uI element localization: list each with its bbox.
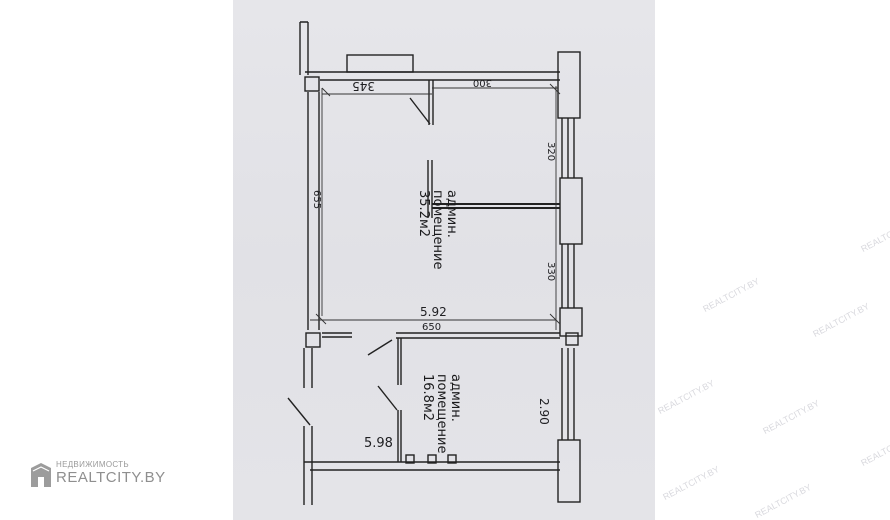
room-2-line-2: помещение [434,374,449,453]
dim-line-diagonal-4 [315,313,327,325]
right-window-1 [561,118,575,178]
left-column-mid [305,332,321,348]
dim-line-diagonal-1 [321,87,331,97]
dim-right-upper: 320 [545,142,556,161]
right-pier-1 [557,51,581,119]
dim-line-diagonal-3 [549,313,561,325]
right-pier-4 [557,439,581,503]
door-swing-2 [377,385,398,411]
room-label-large: админ. помещение 35.2м2 [416,190,459,269]
room-1-line-1: админ. [444,190,459,238]
watermark-title: REALTCITY.BY [56,469,166,486]
lower-partition [397,338,402,462]
bottom-wall [304,461,560,471]
left-wall [299,21,309,75]
dim-lower-bottom: 5.98 [364,436,393,451]
room-2-line-3: 16.8м2 [420,374,435,421]
door-swing-3 [287,397,311,426]
radiator-2 [427,454,437,464]
dim-bottom-inner: 5.92 [420,305,447,319]
watermark-subtitle: НЕДВИЖИМОСТЬ [56,460,129,469]
realtcity-logo-icon [31,463,51,487]
dim-line-diagonal-2 [549,83,561,95]
center-partition [432,203,560,209]
top-vent [346,54,414,73]
dim-left-height: 655 [311,190,322,209]
left-wall-main [307,92,320,330]
left-wall-bottom [303,426,313,505]
dim-right-lower: 330 [545,262,556,281]
right-pier-3 [559,307,583,337]
left-wall-lower [303,348,313,388]
dim-top-left: 345 [352,79,375,93]
room-2-line-1: админ. [448,374,463,422]
radiator-1 [405,454,415,464]
middle-wall [322,332,560,339]
radiator-3 [447,454,457,464]
dim-bottom-outer: 650 [422,322,441,333]
top-wall [305,71,560,81]
realtcity-watermark: НЕДВИЖИМОСТЬ REALTCITY.BY [30,458,200,498]
right-window-3 [561,348,575,440]
room-1-line-2: помещение [430,190,445,269]
right-column [565,332,579,346]
dim-lower-right: 2.90 [537,398,551,425]
top-door-swing [409,97,431,125]
room-label-small: админ. помещение 16.8м2 [420,374,463,453]
left-column-top [304,76,320,92]
top-partition [428,80,434,125]
dim-top-right: 300 [473,77,492,88]
right-window-2 [561,244,575,308]
door-swing-1 [367,339,393,356]
room-1-line-3: 35.2м2 [416,190,431,237]
right-pier-2 [559,177,583,245]
